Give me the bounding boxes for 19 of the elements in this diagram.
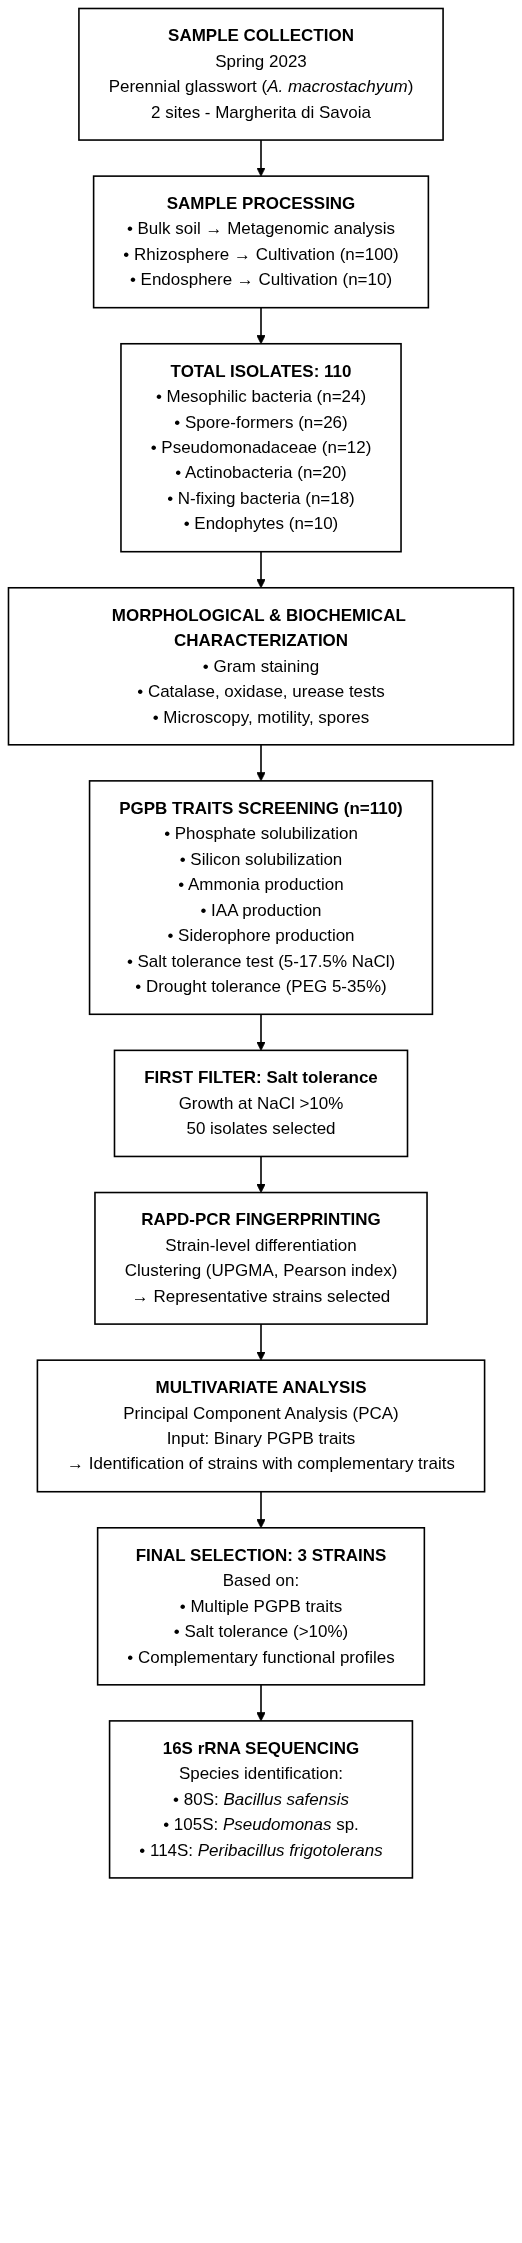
node-box: MORPHOLOGICAL & BIOCHEMICAL CHARACTERIZATION • Gram staining • Catalase, oxidase, urease tests • Microscopy, motility, spores <box>7 587 515 746</box>
node-box: MULTIVARIATE ANALYSIS Principal Component Analysis (PCA) Input: Binary PGPB traits → Identification of strains with complementary traits <box>36 1359 486 1493</box>
arrow <box>256 139 266 177</box>
node-box: SAMPLE COLLECTION Spring 2023 Perennial glasswort (A. macrostachyum) 2 sites - Margherita di Savoia <box>78 7 444 141</box>
arrow <box>256 744 266 782</box>
node-box: FIRST FILTER: Salt tolerance Growth at NaCl >10% 50 isolates selected <box>113 1049 409 1158</box>
node-box: FINAL SELECTION: 3 STRAINS Based on: • Multiple PGPB traits • Salt tolerance (>10%) • Complementary functional profiles <box>96 1527 426 1686</box>
node-box: RAPD-PCR FINGERPRINTING Strain-level differentiation Clustering (UPGMA, Pearson index) → Representative strains selected <box>94 1191 428 1325</box>
arrow <box>256 1155 266 1193</box>
arrow <box>256 1490 266 1529</box>
node-box: 16S rRNA SEQUENCING Species identification: • 80S: Bacillus safensis • 105S: Pseudomonas sp. • 114S: Peribacillus frigotolerans <box>108 1720 414 1879</box>
arrow <box>256 1323 266 1361</box>
arrow <box>256 1684 266 1722</box>
arrow <box>256 1013 266 1051</box>
arrow <box>256 306 266 345</box>
node-box: SAMPLE PROCESSING • Bulk soil → Metagenomic analysis • Rhizosphere → Cultivation (n=100) • Endosphere → Cultivation (n=10) <box>92 175 430 309</box>
arrow <box>256 550 266 589</box>
node-box: PGPB TRAITS SCREENING (n=110) • Phosphate solubilization • Silicon solubilization • Ammonia production • IAA production • Siderophore production • Salt tolerance test (5-17.5% NaCl) • Drought tolerance (PEG 5-35%) <box>88 780 434 1016</box>
node-box: TOTAL ISOLATES: 110 • Mesophilic bacteria (n=24) • Spore-formers (n=26) • Pseudomonadaceae (n=12) • Actinobacteria (n=20) • N-fixing bacteria (n=18) • Endophytes (n=10) <box>120 342 402 553</box>
